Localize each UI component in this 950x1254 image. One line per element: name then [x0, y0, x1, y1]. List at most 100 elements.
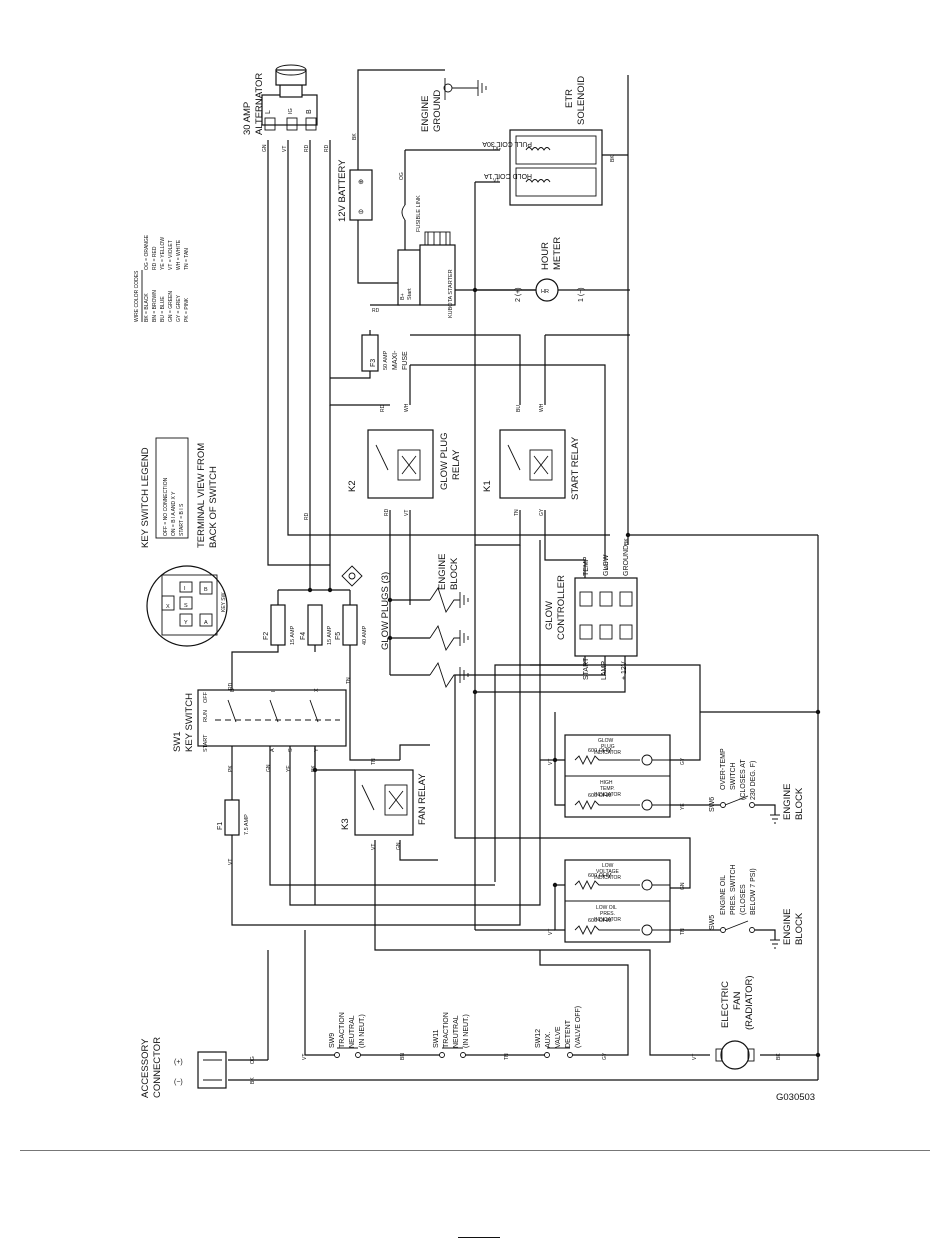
- f4-rating: 15 AMP: [327, 625, 333, 645]
- ind-temp-label-3: INDICATOR: [594, 792, 621, 798]
- accessory-connector: (+) (−) ACCESSORY CONNECTOR: [140, 1037, 227, 1098]
- f5-rating: 40 AMP: [362, 625, 368, 645]
- engine-ground: ENGINE GROUND: [420, 78, 487, 132]
- ind-temp-label-1: HIGH: [600, 780, 613, 786]
- gc-term-temp: TEMP: [583, 556, 590, 576]
- alt-term-l: L: [265, 110, 272, 114]
- sw6-label-1: SW6: [709, 797, 716, 812]
- key-legend-note-1: TERMINAL VIEW FROM: [196, 443, 207, 548]
- accessory-label-2: CONNECTOR: [152, 1037, 163, 1098]
- wire-tags: GN VT RD RD BK OG OG VT BK RD RD WH BU W…: [228, 133, 782, 1084]
- indicator-board-upper: 600 OHM 600 OHM GLOW PLUG INDICATOR HIGH…: [564, 734, 671, 818]
- f3-maxi: MAXI-: [392, 350, 399, 370]
- battery: ⊕ ⊖ 12V BATTERY: [337, 159, 373, 222]
- tag-tn-sw12: TN: [504, 1053, 510, 1060]
- key-switch-face: X I S B Y A KEY SW: [146, 565, 228, 647]
- sw6-engine-block-2: BLOCK: [794, 787, 805, 820]
- tag-rd-alt-1: RD: [304, 144, 310, 152]
- tag-vt-f1: VT: [228, 859, 234, 865]
- k3-name: FAN RELAY: [417, 773, 428, 825]
- f2-rating: 15 AMP: [290, 625, 296, 645]
- ind-oil-ohm: 600 OHM: [588, 918, 612, 924]
- k1-name: START RELAY: [570, 436, 581, 500]
- f1-fuse: F1 7.5 AMP: [217, 799, 250, 836]
- tag-wh-gc: WH: [604, 561, 610, 570]
- tag-tn-k1: TN: [514, 509, 520, 516]
- kubota-starter: B+ Start KUBOTA STARTER: [397, 231, 456, 318]
- wire-code-6b: TN = TAN: [184, 248, 190, 270]
- wire-code-5a: GY = GREY: [176, 294, 182, 322]
- face-label: KEY SW: [221, 592, 227, 612]
- starter-term-start: Start: [407, 288, 413, 300]
- sw5-label-5: BELOW 7 PSI): [750, 868, 757, 915]
- gc-term-12v: + 12V: [621, 661, 628, 680]
- gc-term-start: START: [583, 657, 590, 680]
- tag-bk-etr: BK: [610, 155, 616, 162]
- tag-vt-k2: VT: [404, 510, 410, 516]
- tag-gn-ind: GN: [680, 882, 686, 890]
- tag-vt-ind2: VT: [548, 929, 554, 935]
- sw9-label-3: NEUTRAL: [349, 1015, 356, 1048]
- wire-code-2a: BN = BROWN: [152, 290, 158, 322]
- sw1-term-i: I: [271, 690, 277, 692]
- hour-meter-label-2: METER: [552, 237, 563, 270]
- wire-code-1b: OG = ORANGE: [144, 234, 150, 270]
- fan-label-1: ELECTRIC: [720, 981, 731, 1028]
- wire-code-6a: PK = PINK: [184, 297, 190, 322]
- ind-oil-label-2: PRES.: [600, 911, 615, 917]
- face-term-s: S: [184, 603, 188, 609]
- wire-code-1a: BK = BLACK: [144, 293, 150, 322]
- tag-gy-sw12: GY: [602, 1052, 608, 1060]
- alternator: L IG B 30 AMP ALTERNATOR: [242, 64, 318, 135]
- tag-vt-alt: VT: [282, 146, 288, 152]
- sw1-label: SW1: [172, 731, 183, 752]
- sw11-label-4: (IN NEUT.): [463, 1014, 470, 1048]
- wire-code-5b: WH = WHITE: [176, 239, 182, 270]
- sw5-label-1: SW5: [709, 915, 716, 930]
- tag-rd-alt-2: RD: [324, 144, 330, 152]
- electric-fan: ELECTRIC FAN (RADIATOR): [715, 975, 755, 1070]
- sw5-label-2: ENGINE OIL: [720, 875, 727, 915]
- accessory-label-1: ACCESSORY: [140, 1038, 151, 1098]
- key-legend-note-2: BACK OF SWITCH: [208, 466, 219, 548]
- sw5-label-4: (CLOSES: [740, 884, 747, 915]
- wire-code-3b: YE = YELLOW: [160, 237, 166, 270]
- hold-coil-label: HOLD COIL 1A: [484, 172, 532, 179]
- k2-glow-plug-relay: K2 GLOW PLUG RELAY: [347, 429, 462, 499]
- face-term-y: Y: [184, 620, 188, 626]
- glow-controller-label-1: GLOW: [544, 601, 555, 630]
- sw1-key-switch: SW1 KEY SWITCH START RUN OFF B I X A S Y: [172, 688, 347, 752]
- battery-plus-icon: ⊕: [358, 179, 364, 186]
- k2-label: K2: [347, 480, 358, 492]
- k2-name-1: GLOW PLUG: [439, 432, 450, 490]
- f1-rating: 7.5 AMP: [244, 814, 250, 835]
- glow-controller: GLOW CONTROLLER TEMP GLOW GROUND START L…: [544, 545, 638, 680]
- alt-term-b: B: [306, 109, 313, 114]
- hour-meter-label-1: HOUR: [540, 242, 551, 270]
- sw11-label-2: TRACTION: [443, 1012, 450, 1048]
- f3-maxi-fuse: F3 50 AMP MAXI- FUSE: [361, 334, 409, 372]
- sw9-label-1: SW9: [329, 1033, 336, 1048]
- alternator-label-1: 30 AMP: [242, 102, 253, 135]
- tag-tn-sw1: TN: [346, 677, 352, 684]
- ind-glow-ohm: 600 OHM: [588, 748, 612, 754]
- hour-meter-term-plus: 2 (+): [515, 287, 522, 302]
- fusible-link-label: FUSIBLE LINK: [416, 195, 422, 232]
- pull-coil-label: PULL COIL 30A: [482, 140, 532, 147]
- ind-oil-label-3: INDICATOR: [594, 917, 621, 923]
- sw6-label-5: 230 DEG. F): [750, 761, 757, 800]
- glow-controller-label-2: CONTROLLER: [556, 575, 567, 640]
- key-legend-title: KEY SWITCH LEGEND: [140, 447, 151, 548]
- hour-meter: HR 2 (+) 1 (−) HOUR METER: [515, 237, 585, 302]
- wire-code-4a: GN = GREEN: [168, 291, 174, 322]
- tag-vt-etr: VT: [493, 178, 499, 184]
- sw1-term-x: X: [314, 688, 320, 692]
- wire-code-4b: VT = VIOLET: [168, 240, 174, 270]
- tag-tn-k3: TN: [371, 758, 377, 765]
- sw1-term-s: S: [288, 748, 294, 752]
- alternator-label-2: ALTERNATOR: [254, 73, 265, 135]
- fuses: F2 15 AMP F4 15 AMP F5 40 AMP: [263, 604, 368, 646]
- ind-temp-label-2: TEMP.: [600, 786, 615, 792]
- tag-vt-sw9: VT: [302, 1054, 308, 1060]
